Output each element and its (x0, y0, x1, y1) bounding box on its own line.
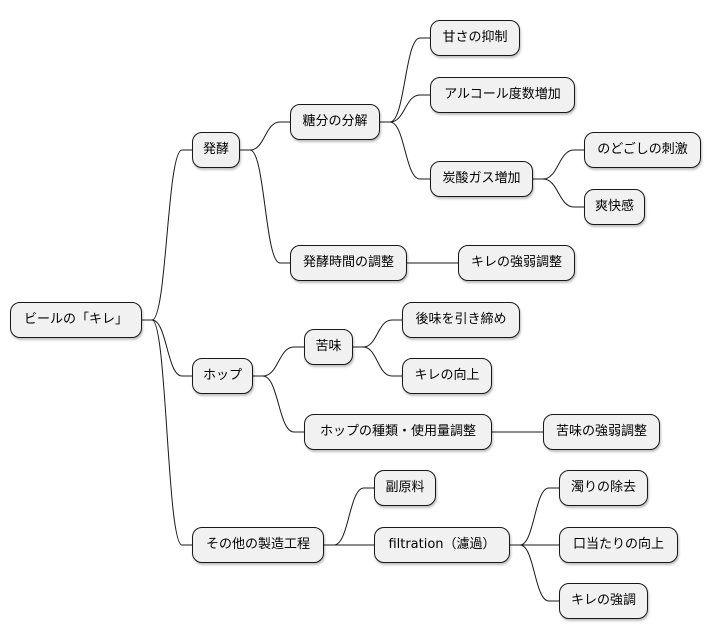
mindmap-node: 苦味 (304, 329, 353, 365)
mindmap-node: 糖分の分解 (290, 104, 380, 140)
mindmap-node: filtration（濾過） (374, 527, 510, 563)
mindmap-node: 副原料 (374, 470, 436, 506)
mindmap-edge (142, 319, 192, 377)
mindmap-node: ビールの「キレ」 (10, 302, 142, 338)
mindmap-edge (253, 346, 304, 377)
mindmap-node: キレの強弱調整 (458, 245, 575, 281)
mindmap-edge (380, 121, 430, 180)
mindmap-node: アルコール度数増加 (430, 77, 575, 113)
mindmap-node: 炭酸ガス増加 (430, 161, 533, 197)
mindmap-edge (510, 487, 559, 546)
mindmap-edge (240, 121, 290, 151)
mindmap-edge (324, 487, 374, 546)
mindmap-edge (380, 94, 430, 123)
mindmap-edge (353, 346, 402, 377)
mindmap-node: 発酵 (192, 132, 240, 168)
mindmap-node: ホップの種類・使用量調整 (304, 414, 492, 450)
mindmap-edge (353, 319, 402, 348)
mindmap-node: 後味を引き締め (402, 302, 520, 338)
mindmap-node: 濁りの除去 (559, 470, 648, 506)
mindmap-node: その他の製造工程 (192, 527, 324, 563)
mindmap-edge (142, 149, 192, 321)
mindmap-node: のどごしの刺激 (584, 132, 701, 168)
mindmap-edge (253, 375, 304, 433)
mindmap-node: 爽快感 (584, 189, 645, 225)
mindmap-node: 甘さの抑制 (430, 20, 520, 56)
mindmap-node: キレの強調 (559, 583, 648, 619)
mindmap-node: ホップ (192, 358, 253, 394)
mindmap-edge (380, 37, 430, 123)
mindmap-edge (240, 149, 290, 264)
mindmap-edge (142, 319, 192, 546)
mindmap-node: 発酵時間の調整 (290, 245, 407, 281)
mindmap-node: キレの向上 (402, 358, 492, 394)
mindmap-edge (533, 178, 584, 208)
mindmap-node: 苦味の強弱調整 (543, 414, 660, 450)
mindmap-edge (533, 149, 584, 180)
mindmap-node: 口当たりの向上 (559, 527, 678, 563)
mindmap-edge (510, 544, 559, 602)
